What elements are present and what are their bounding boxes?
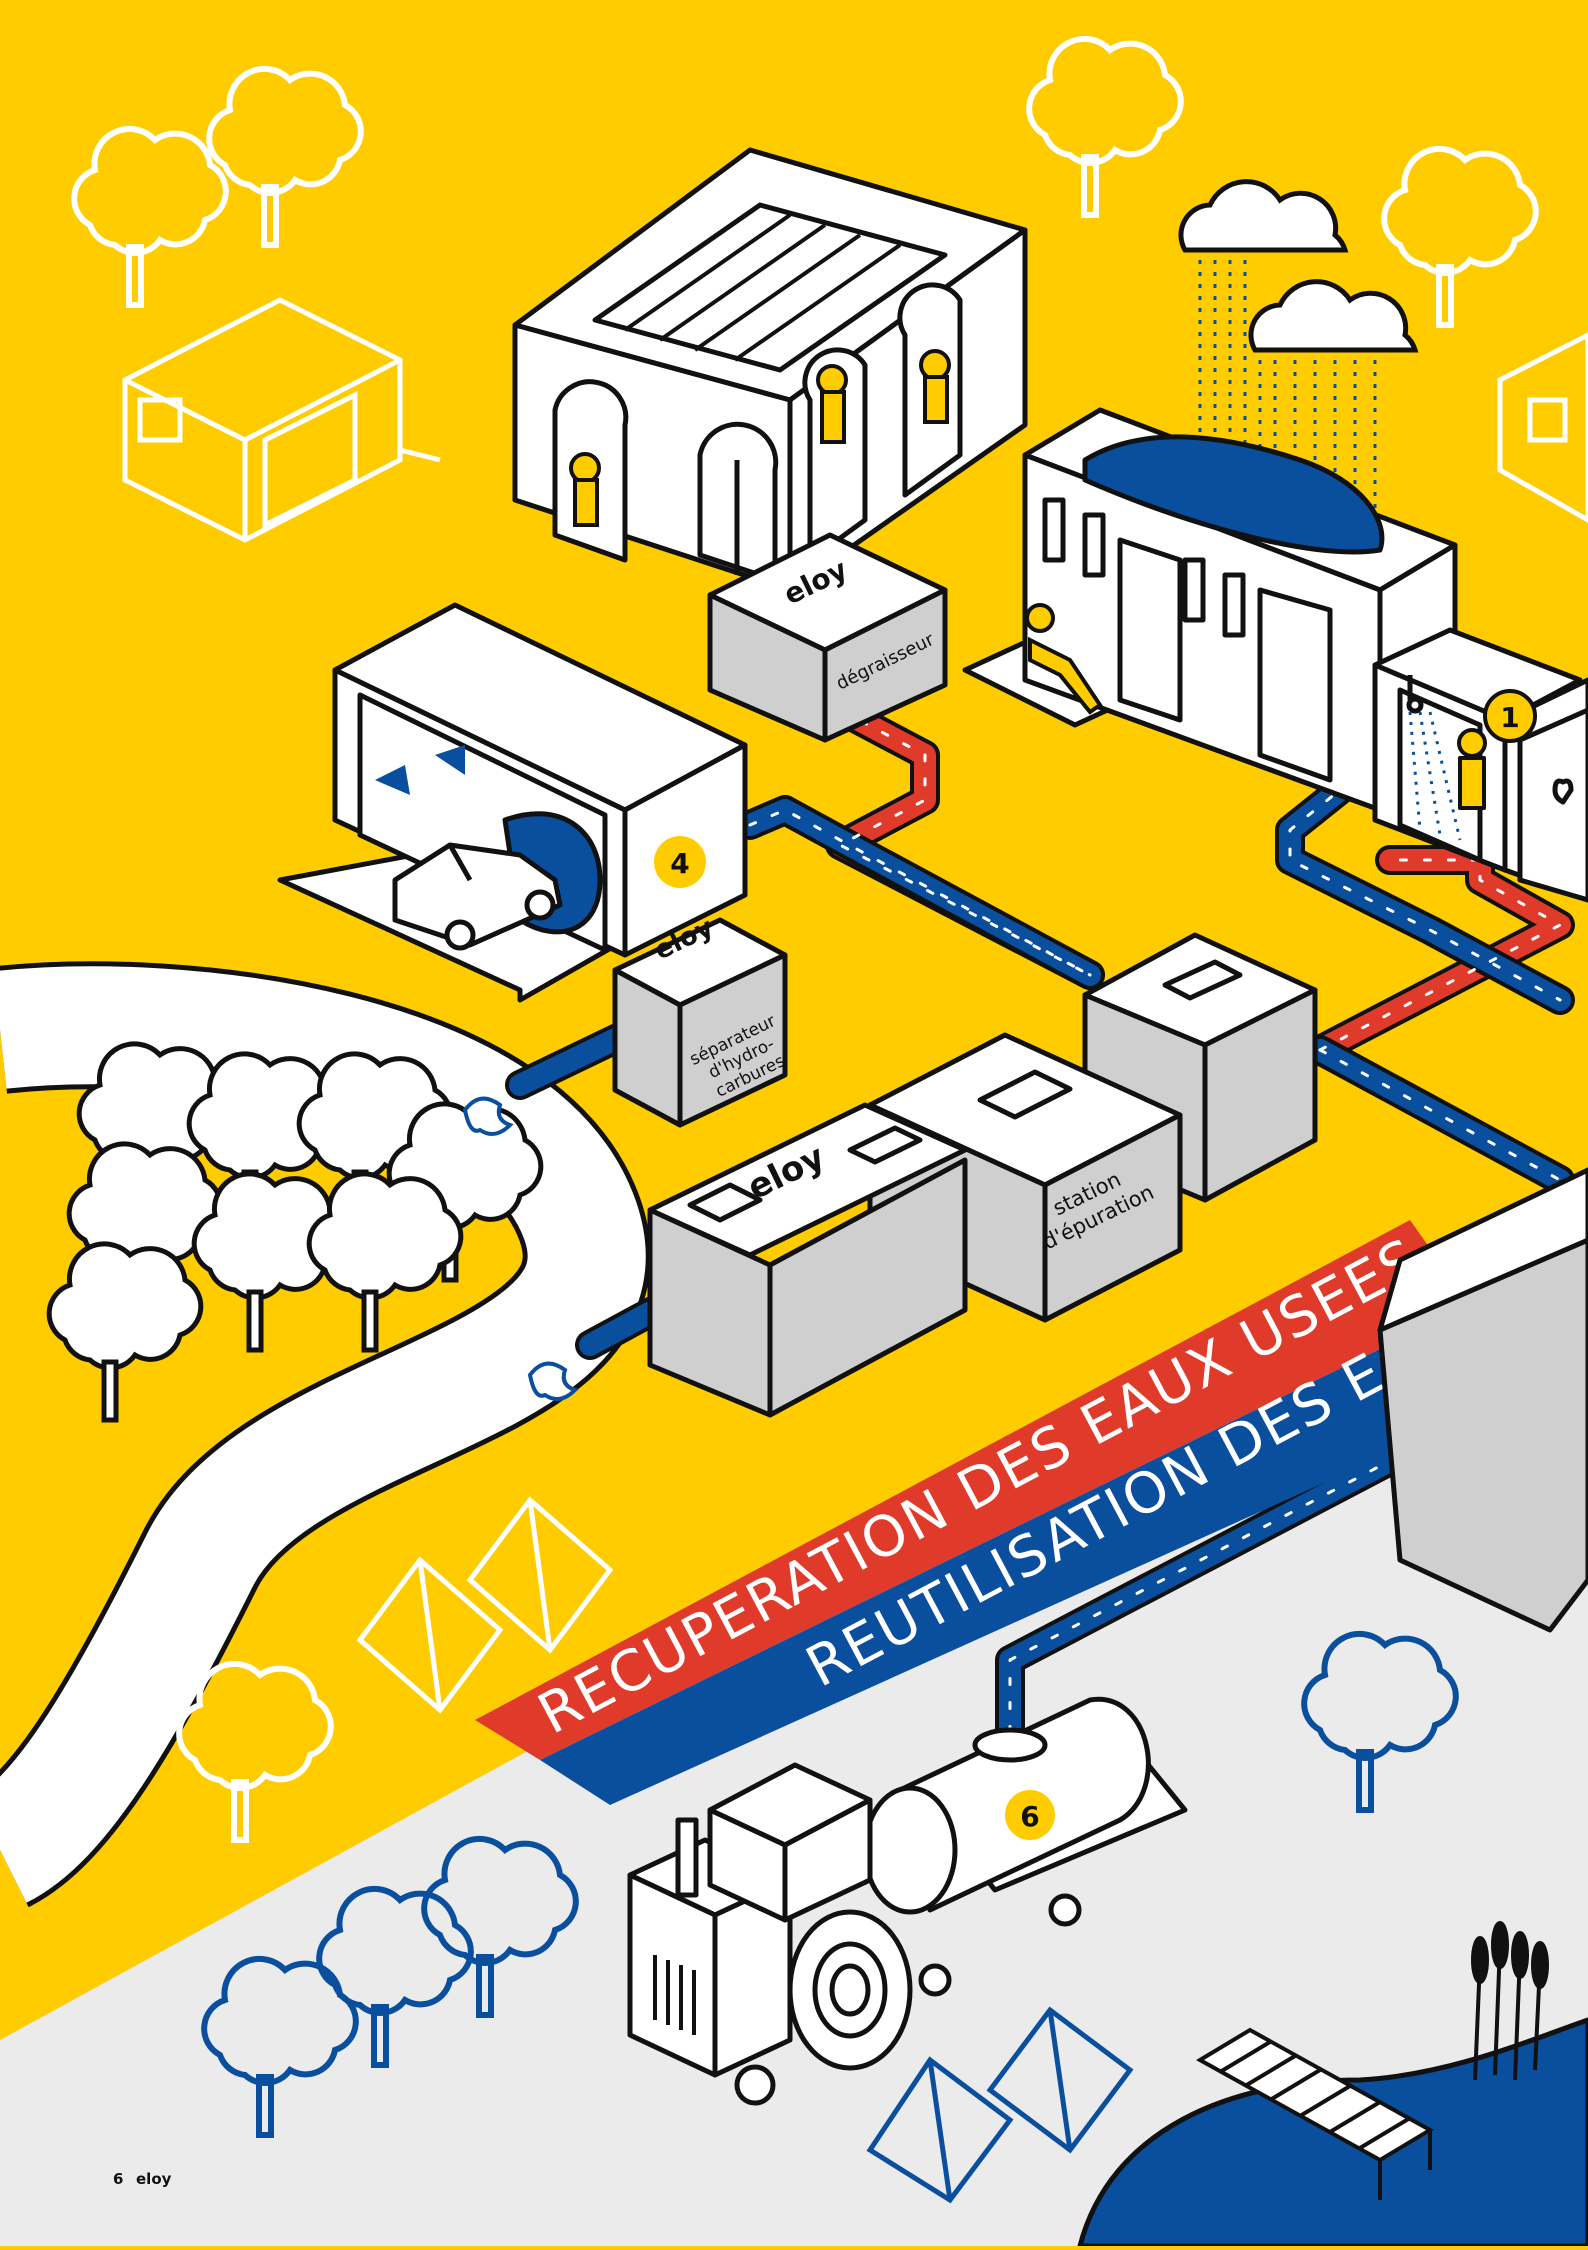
tree-outline <box>179 1664 331 1840</box>
marker-6: 6 <box>1005 1790 1055 1840</box>
footer-brand: eloy <box>136 2170 172 2188</box>
tree-outline <box>74 129 226 305</box>
tree-outline <box>1029 39 1181 215</box>
caravan-outline-right <box>1500 335 1588 520</box>
svg-text:4: 4 <box>670 847 689 880</box>
svg-text:6: 6 <box>1020 1800 1039 1833</box>
tree-outline <box>1384 149 1536 325</box>
marker-4: 4 <box>654 836 706 888</box>
marker-1: 1 <box>1485 691 1535 741</box>
page-footer: 6 eloy <box>113 2170 172 2188</box>
caravan-outline <box>125 300 440 540</box>
tree-outline <box>209 69 361 245</box>
page-number: 6 <box>113 2170 123 2188</box>
svg-text:1: 1 <box>1500 701 1519 734</box>
